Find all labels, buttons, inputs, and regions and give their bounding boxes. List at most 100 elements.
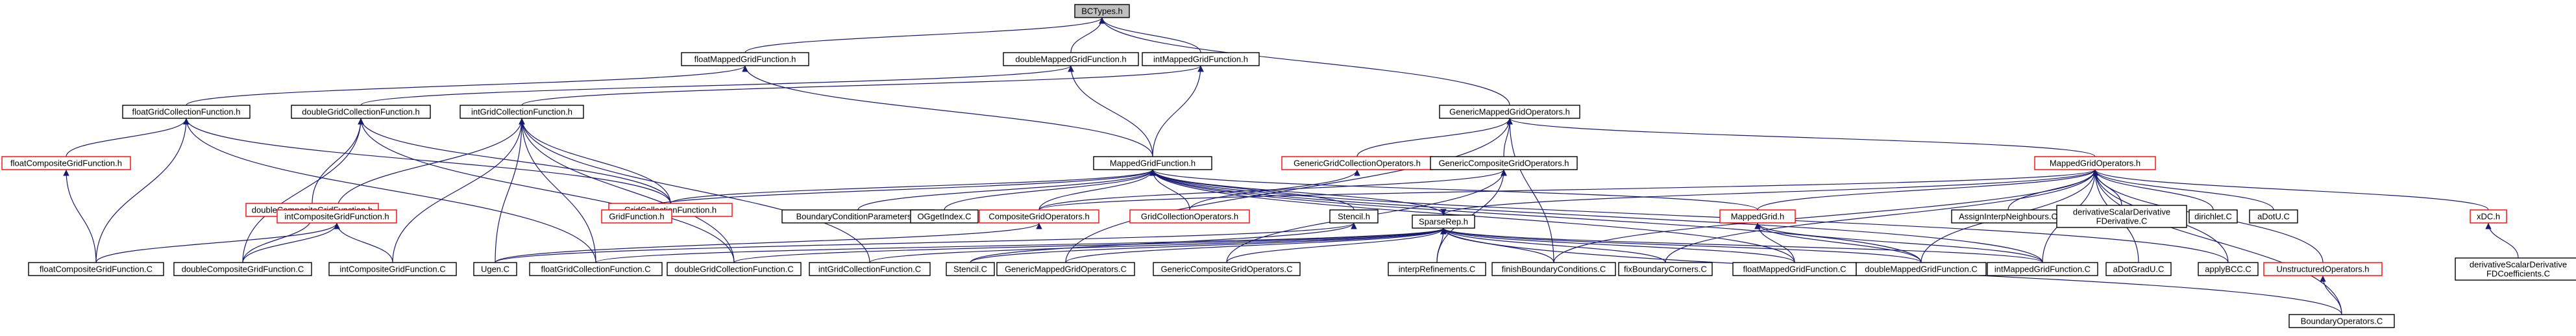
- edge-floatcgf-to-floatgcf: [66, 118, 190, 157]
- node-label: GenericMappedGridOperators.C: [1005, 265, 1127, 274]
- node-interprefine[interactable]: interpRefinements.C: [1388, 262, 1486, 276]
- node-box: [2263, 262, 2383, 276]
- node-label: aDotGradU.C: [2113, 265, 2165, 274]
- node-label: floatMappedGridFunction.C: [1743, 265, 1846, 274]
- node-label: interpRefinements.C: [1399, 265, 1476, 274]
- node-doublegcfc[interactable]: doubleGridCollectionFunction.C: [667, 262, 802, 276]
- node-gco[interactable]: GridCollectionOperators.h: [1129, 209, 1250, 224]
- node-label: GenericMappedGridOperators.h: [1449, 107, 1570, 117]
- node-box: [1129, 209, 1250, 224]
- node-assigninterp[interactable]: AssignInterpNeighbours.C: [1951, 209, 2065, 224]
- node-floatmgfc[interactable]: floatMappedGridFunction.C: [1732, 262, 1857, 276]
- edge-floatgcf-to-floatmgf: [186, 65, 748, 106]
- node-label: intMappedGridFunction.h: [1153, 55, 1248, 64]
- node-box: [1003, 52, 1139, 66]
- node-genericmgo[interactable]: GenericMappedGridOperators.h: [1439, 105, 1580, 119]
- node-adotu[interactable]: aDotU.C: [2249, 209, 2298, 224]
- node-gridfunction[interactable]: GridFunction.h: [601, 209, 672, 224]
- edge-genericmgo-to-bctypes: [1099, 17, 1510, 106]
- node-intcgf[interactable]: intCompositeGridFunction.h: [276, 209, 397, 224]
- node-bcparams[interactable]: BoundaryConditionParameters.C: [781, 209, 935, 224]
- edge-ugen-to-stencilh: [495, 222, 1357, 263]
- edge-adotu-to-mgo: [2092, 169, 2274, 211]
- node-label: SparseRep.h: [1419, 217, 1468, 227]
- node-label: Ugen.C: [481, 265, 509, 274]
- node-label: GridFunction.h: [609, 212, 664, 222]
- edge-doublemgfc-to-sparserep: [1440, 227, 1922, 263]
- node-intmgfc[interactable]: intMappedGridFunction.C: [1987, 262, 2098, 276]
- node-box: [173, 262, 312, 276]
- node-mgf[interactable]: MappedGridFunction.h: [1093, 156, 1212, 170]
- node-cgo[interactable]: CompositeGridOperators.h: [979, 209, 1099, 224]
- node-label: MappedGrid.h: [1731, 212, 1784, 222]
- node-label: dirichlet.C: [2194, 212, 2232, 222]
- node-unstructops[interactable]: UnstructuredOperators.h: [2263, 262, 2383, 276]
- node-label: UnstructuredOperators.h: [2276, 265, 2369, 274]
- node-box: [2249, 209, 2298, 224]
- node-intgcf[interactable]: intGridCollectionFunction.h: [460, 105, 584, 119]
- node-floatmgf[interactable]: floatMappedGridFunction.h: [681, 52, 809, 66]
- edge-genericcgoc-to-sparserep: [1226, 227, 1447, 263]
- node-doublemgfc[interactable]: doubleMappedGridFunction.C: [1856, 262, 1987, 276]
- node-finishbc[interactable]: finishBoundaryConditions.C: [1491, 262, 1616, 276]
- node-label: floatCompositeGridFunction.C: [40, 265, 153, 274]
- edge-stencilh-to-mgf: [1149, 169, 1355, 211]
- node-adotgradu[interactable]: aDotGradU.C: [2105, 262, 2172, 276]
- node-genericmgoc[interactable]: GenericMappedGridOperators.C: [996, 262, 1135, 276]
- node-box: [946, 262, 995, 276]
- node-xdc[interactable]: xDC.h: [2470, 209, 2507, 224]
- node-ugen[interactable]: Ugen.C: [473, 262, 517, 276]
- edge-fixbc-to-sparserep: [1440, 227, 1666, 263]
- node-box: [291, 105, 431, 119]
- edge-intmgfc-to-mappedgrid: [1754, 222, 2043, 263]
- node-box: [1856, 262, 1987, 276]
- node-box: [809, 262, 931, 276]
- edge-intcgfc-to-intgcf: [392, 118, 525, 263]
- node-doublemgf[interactable]: doubleMappedGridFunction.h: [1003, 52, 1139, 66]
- edge-boundaryops-to-unstructops: [2320, 275, 2342, 315]
- node-sparserep[interactable]: SparseRep.h: [1412, 214, 1475, 229]
- node-genericcgoc[interactable]: GenericCompositeGridOperators.C: [1153, 262, 1301, 276]
- edge-floatmgfc-to-sparserep: [1440, 227, 1795, 263]
- node-box: [2288, 314, 2395, 328]
- node-boundaryops[interactable]: BoundaryOperators.C: [2288, 314, 2395, 328]
- node-bctypes[interactable]: BCTypes.h: [1074, 4, 1130, 18]
- edge-doublegcfc-to-sparserep: [733, 227, 1447, 263]
- node-box: [2105, 262, 2172, 276]
- node-stencilh[interactable]: Stencil.h: [1329, 209, 1379, 224]
- node-mgo[interactable]: MappedGridOperators.h: [2034, 156, 2156, 170]
- node-floatcgf[interactable]: floatCompositeGridFunction.h: [1, 156, 131, 170]
- node-intmgf[interactable]: intMappedGridFunction.h: [1142, 52, 1260, 66]
- node-floatcgfc[interactable]: floatCompositeGridFunction.C: [28, 262, 164, 276]
- node-box: [28, 262, 164, 276]
- node-stencilc[interactable]: Stencil.C: [946, 262, 995, 276]
- node-ggco[interactable]: GenericGridCollectionOperators.h: [1281, 156, 1433, 170]
- node-box: [1719, 209, 1796, 224]
- node-floatgcf[interactable]: floatGridCollectionFunction.h: [122, 105, 251, 119]
- node-fixbc[interactable]: fixBoundaryCorners.C: [1618, 262, 1713, 276]
- edge-doublemgf-to-bctypes: [1070, 17, 1105, 53]
- node-gcgo[interactable]: GenericCompositeGridOperators.h: [1430, 156, 1578, 170]
- edge-mgo-to-sparserep: [1440, 169, 2096, 216]
- node-box: [1153, 262, 1301, 276]
- node-label: intGridCollectionFunction.C: [818, 265, 921, 274]
- node-ogetindex[interactable]: OGgetIndex.C: [910, 209, 979, 224]
- node-mappedgrid[interactable]: MappedGrid.h: [1719, 209, 1796, 224]
- node-label: BCTypes.h: [1081, 6, 1123, 16]
- node-floatgcfc[interactable]: floatGridCollectionFunction.C: [529, 262, 663, 276]
- node-label: intCompositeGridFunction.h: [284, 212, 389, 222]
- node-doublecgfc[interactable]: doubleCompositeGridFunction.C: [173, 262, 312, 276]
- node-intcgfc[interactable]: intCompositeGridFunction.C: [328, 262, 457, 276]
- node-label: intMappedGridFunction.C: [1994, 265, 2091, 274]
- node-dsdfc[interactable]: derivativeScalarDerivativeFDCoefficients…: [2455, 257, 2576, 281]
- node-dirichlet[interactable]: dirichlet.C: [2189, 209, 2238, 224]
- node-applybcc[interactable]: applyBCC.C: [2198, 262, 2259, 276]
- edge-intgcfc-to-sparserep: [869, 227, 1447, 263]
- edge-applybcc-to-mgf: [1149, 169, 2229, 263]
- node-box: [2056, 205, 2187, 228]
- node-doublegcf[interactable]: doubleGridCollectionFunction.h: [291, 105, 431, 119]
- node-intgcfc[interactable]: intGridCollectionFunction.C: [809, 262, 931, 276]
- edge-stencilc-to-stencilh: [970, 222, 1357, 263]
- node-label: finishBoundaryConditions.C: [1502, 265, 1606, 274]
